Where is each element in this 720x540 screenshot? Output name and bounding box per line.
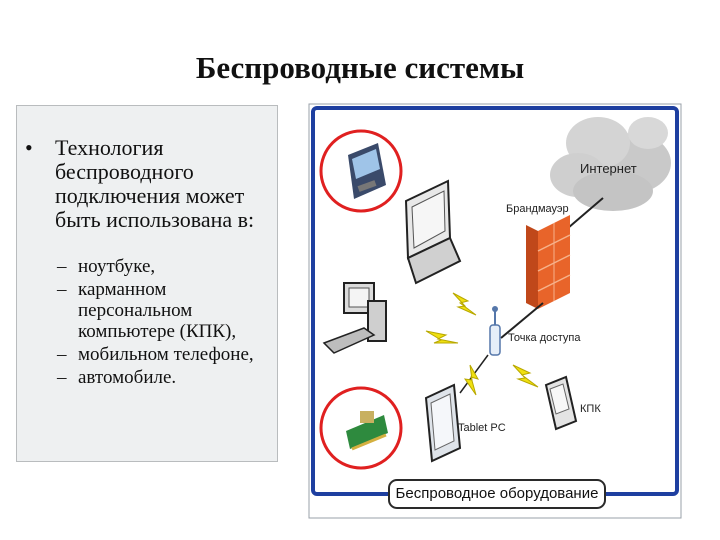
list-item: –автомобиле. bbox=[57, 367, 177, 388]
internet-label: Интернет bbox=[580, 161, 637, 176]
slide-title: Беспроводные системы bbox=[195, 50, 525, 85]
bullet-text: Технология беспроводного подключения мож… bbox=[55, 135, 255, 232]
firewall-icon bbox=[526, 215, 571, 309]
laptop-icon bbox=[404, 179, 462, 285]
tablet-label: Tablet PC bbox=[458, 422, 506, 434]
access-point-icon bbox=[489, 306, 501, 356]
list-item: –мобильном телефоне, bbox=[57, 344, 254, 365]
bullet-main: • Технология беспроводного подключения м… bbox=[25, 136, 275, 232]
network-diagram: Интернет Брандмауэр Точка доступа Tablet… bbox=[308, 103, 682, 519]
pda-label: КПК bbox=[580, 403, 601, 415]
firewall-label: Брандмауэр bbox=[506, 203, 569, 215]
text-panel: • Технология беспроводного подключения м… bbox=[16, 105, 278, 462]
bullet-dot: • bbox=[25, 135, 33, 160]
pda-device-icon bbox=[544, 375, 578, 431]
access-point-label: Точка доступа bbox=[508, 332, 581, 344]
desktop-computer-icon bbox=[322, 282, 387, 354]
network-card-icon bbox=[346, 411, 388, 451]
list-item: –ноутбуке, bbox=[57, 256, 156, 277]
diagram-canvas bbox=[308, 103, 682, 519]
wireless-signal-icon bbox=[463, 364, 480, 396]
legend-box: Беспроводное оборудование bbox=[388, 479, 606, 509]
wireless-signal-icon bbox=[512, 364, 539, 388]
wireless-card-icon bbox=[348, 143, 386, 199]
tablet-pc-icon bbox=[424, 383, 462, 463]
list-item: –карманном персональном компьютере (КПК)… bbox=[57, 279, 237, 342]
sub-list: –ноутбуке, –карманном персональном компь… bbox=[57, 256, 272, 390]
wireless-signal-icon bbox=[425, 330, 459, 344]
internet-cloud-icon bbox=[550, 117, 671, 211]
wireless-signal-icon bbox=[452, 292, 477, 316]
